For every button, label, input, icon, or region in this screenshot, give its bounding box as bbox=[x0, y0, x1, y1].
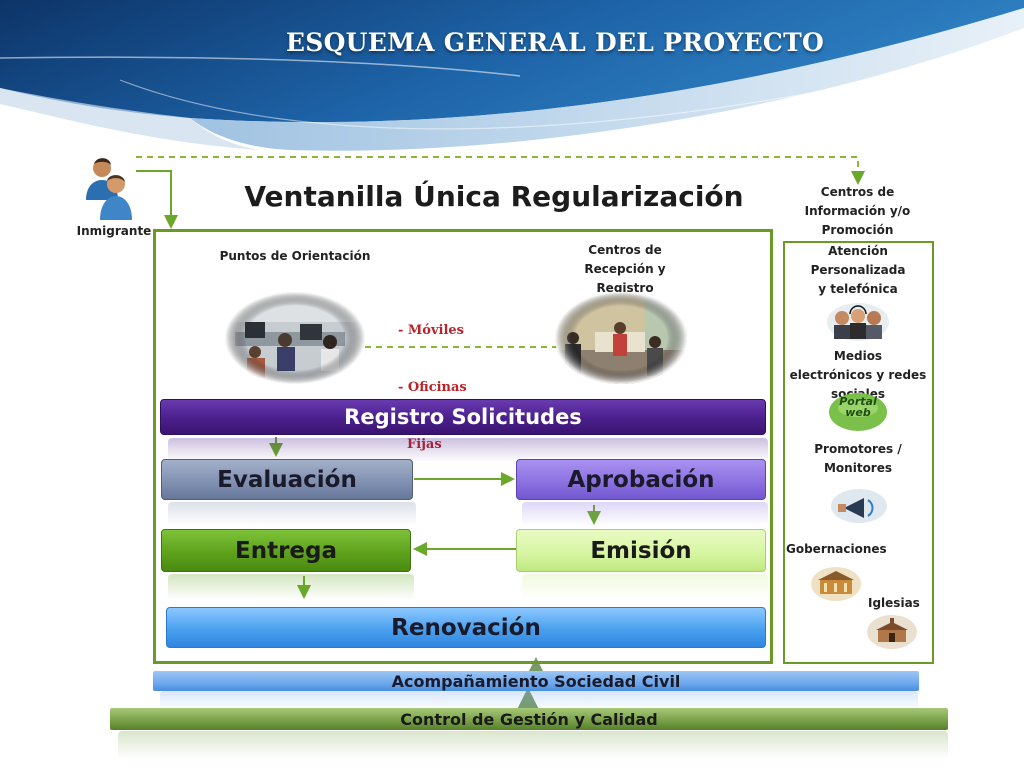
bar-control-gestion: Control de Gestión y Calidad bbox=[110, 708, 948, 730]
actor-label: Inmigrante bbox=[76, 224, 152, 238]
immigrant-people-icon bbox=[86, 158, 132, 220]
header-banner bbox=[0, 0, 1024, 151]
step-evaluacion: Evaluación bbox=[161, 459, 413, 500]
registro-shadow bbox=[168, 438, 768, 462]
orientation-office-photo bbox=[225, 292, 365, 384]
evaluacion-shadow bbox=[168, 502, 416, 526]
step-renovacion: Renovación bbox=[166, 607, 766, 648]
right-point-label: Centros de Recepción y Registro bbox=[584, 243, 666, 295]
step-emision: Emisión bbox=[516, 529, 766, 572]
bar-sociedad-civil: Acompañamiento Sociedad Civil bbox=[153, 671, 919, 691]
control-shadow bbox=[118, 731, 948, 759]
side-item-promotores: Promotores / Monitores bbox=[814, 442, 902, 475]
government-building-icon bbox=[811, 567, 861, 601]
main-frame bbox=[153, 229, 773, 664]
portal-web-text: Portal web bbox=[839, 395, 877, 419]
bullet-item: Fijas bbox=[398, 437, 442, 452]
bullet-list: - Móviles - Oficinas Fijas bbox=[398, 283, 508, 473]
portal-web-icon bbox=[829, 393, 887, 431]
side-item-gobernaciones: Gobernaciones bbox=[786, 542, 887, 556]
slide-title: ESQUEMA GENERAL DEL PROYECTO bbox=[285, 28, 825, 57]
step-aprobacion: Aprobación bbox=[516, 459, 766, 500]
side-panel-frame bbox=[783, 241, 934, 664]
church-icon bbox=[867, 615, 917, 649]
step-registro: Registro Solicitudes bbox=[160, 399, 766, 435]
aprobacion-shadow bbox=[522, 502, 768, 526]
dashed-link-top bbox=[136, 156, 865, 185]
step-entrega: Entrega bbox=[161, 529, 411, 572]
reception-center-photo bbox=[555, 292, 687, 384]
bullet-item: - Móviles bbox=[398, 323, 465, 338]
left-point-label: Puntos de Orientación bbox=[219, 249, 371, 263]
diagram-title: Ventanilla Única Regularización bbox=[244, 180, 744, 213]
bullet-item: - Oficinas bbox=[398, 380, 467, 395]
actor-link bbox=[136, 170, 178, 229]
side-panel-header: Centros de Información y/o Promoción bbox=[804, 185, 911, 237]
side-item-iglesias: Iglesias bbox=[868, 596, 920, 610]
call-center-icon bbox=[827, 303, 889, 341]
entrega-shadow bbox=[168, 574, 414, 600]
megaphone-icon bbox=[831, 489, 887, 523]
emision-shadow bbox=[522, 574, 768, 600]
sociedad-shadow bbox=[160, 691, 918, 711]
side-item-atencion: Atención Personalizada y telefónica bbox=[810, 244, 906, 296]
